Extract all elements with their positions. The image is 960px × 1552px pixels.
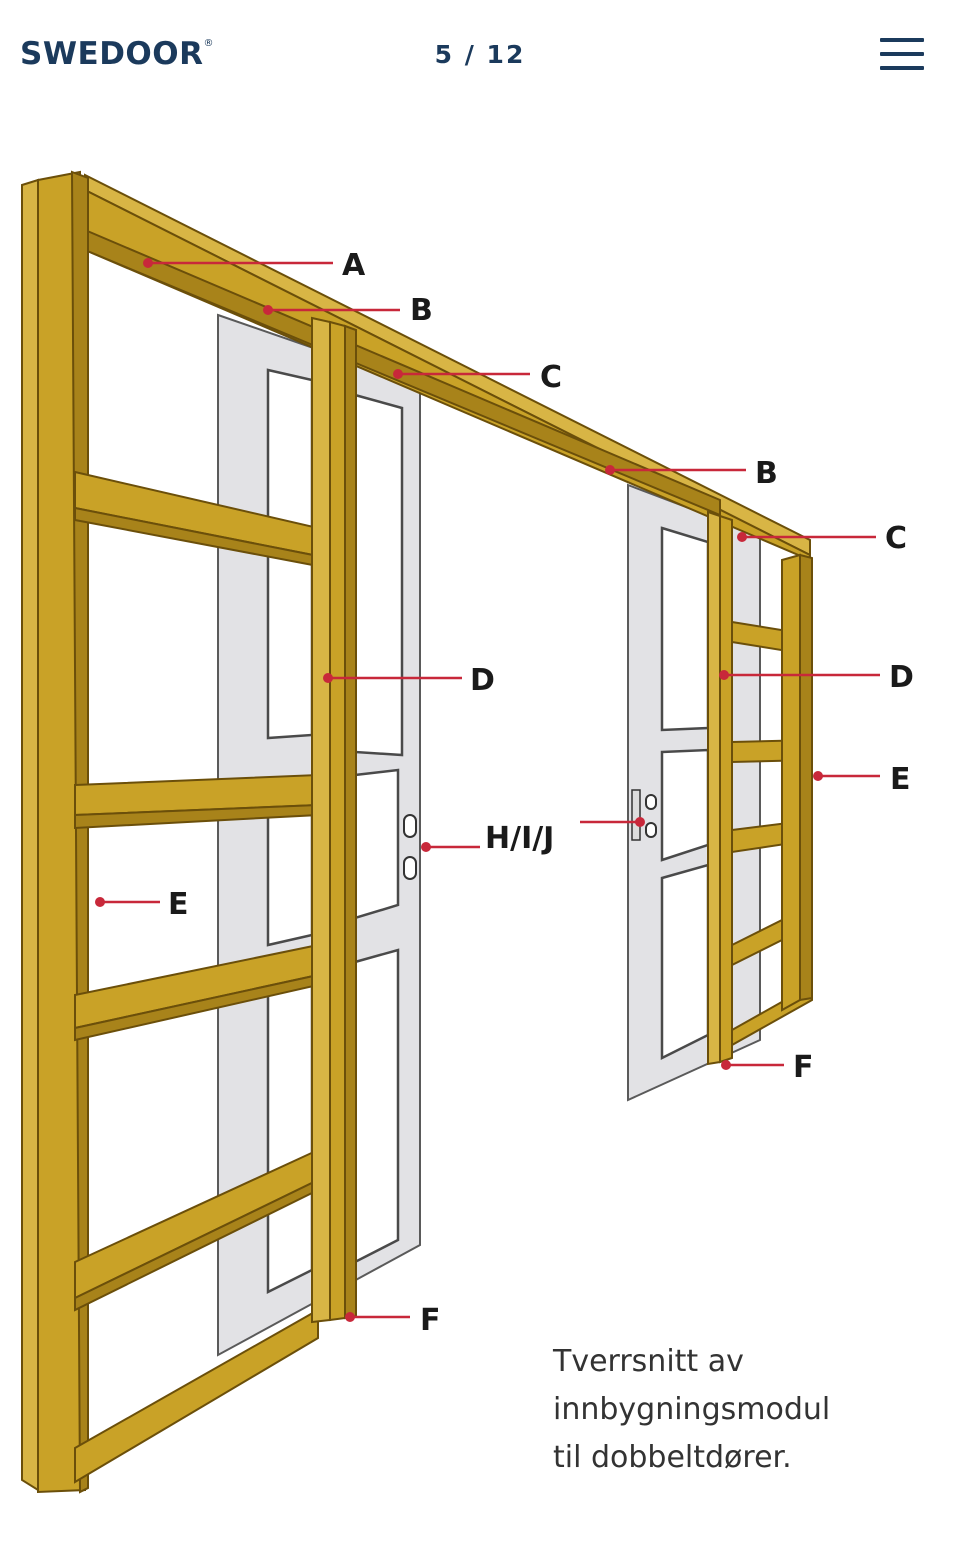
label-e1: E [168,887,189,922]
label-hij: H/I/J [485,821,554,856]
right-inner-post [707,510,733,1066]
label-d1: D [470,663,495,698]
left-inner-post [311,316,357,1324]
swedoor-logo[interactable]: SWEDOOR® [20,36,215,72]
label-f1: F [420,1303,441,1338]
caption-line-3: til dobbeltdører. [553,1440,792,1475]
right-battens [731,553,813,1047]
diagram-labels: A B C B C D D E E H/I/J F F [168,248,914,1338]
caption-line-1: Tverrsnitt av [553,1344,744,1379]
leader-lines [95,258,880,1322]
label-d2: D [889,660,914,695]
app-header: SWEDOOR® 5 / 12 [0,0,960,110]
pocket-door-frame-diagram: .wood { fill: #c9a227; stroke: #6b4f0a; … [21,170,914,1494]
caption-line-2: innbygningsmodul [553,1392,831,1427]
label-f2: F [793,1050,814,1085]
left-battens [74,470,319,1484]
hamburger-menu-icon[interactable] [872,36,928,74]
label-e2: E [890,762,911,797]
label-c1: C [540,360,562,395]
label-c2: C [885,521,907,556]
label-b1: B [410,293,433,328]
right-door [627,483,761,1102]
label-a: A [342,248,366,283]
diagram-caption: Tverrsnitt av innbygningsmodul til dobbe… [553,1338,933,1482]
label-b2: B [755,456,778,491]
page-indicator: 5 / 12 [434,40,526,69]
left-outer-post [21,170,89,1494]
